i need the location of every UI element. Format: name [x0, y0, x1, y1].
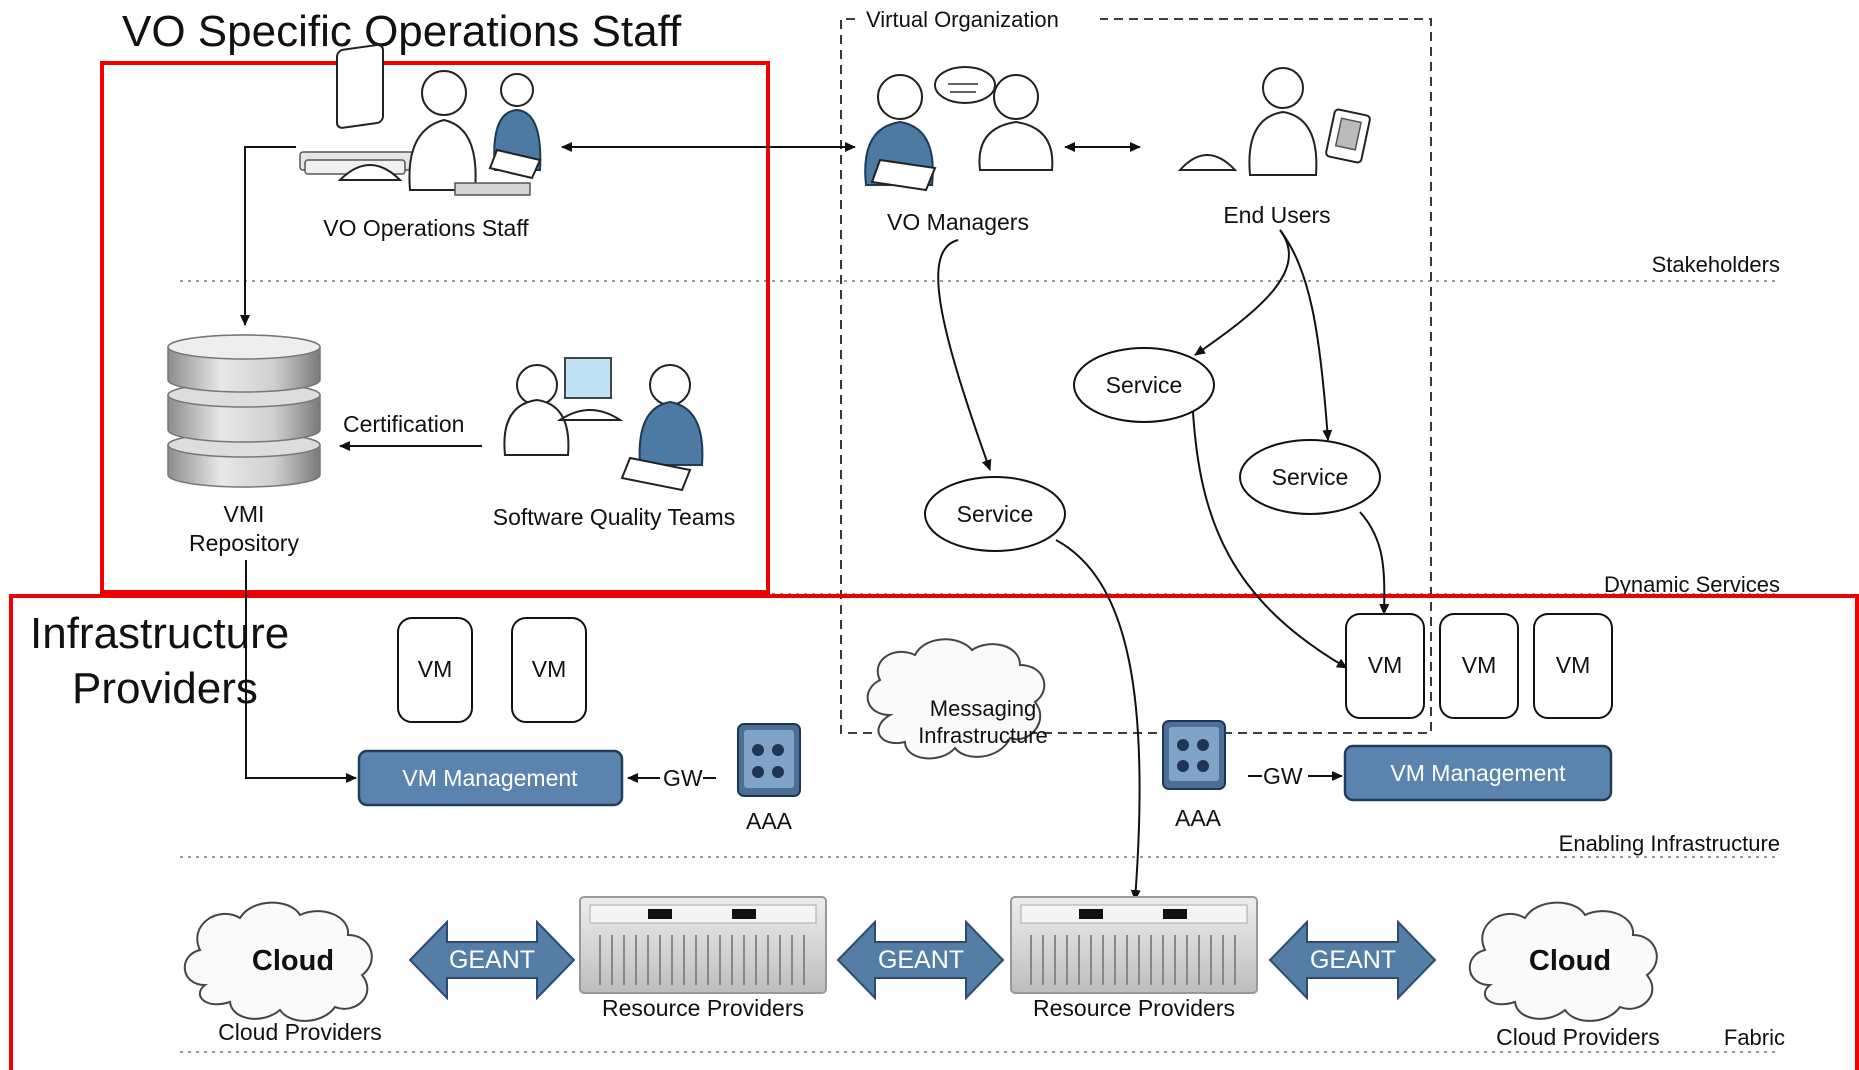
service-to-vm-arrow: [1359, 511, 1390, 615]
cloud-icon: [1468, 901, 1658, 1022]
service-label: Service: [957, 501, 1034, 527]
users-to-service-a-arrow: [1194, 229, 1290, 356]
geant-label: GEANT: [1310, 946, 1396, 974]
vm-label: VM: [1462, 652, 1497, 678]
users-to-service-b-arrow: [1279, 229, 1333, 441]
service-label: Service: [1106, 372, 1183, 398]
vm-box: [1439, 613, 1519, 719]
infrastructure-title-line2: Providers: [72, 664, 258, 713]
vo-operations-staff-label: VO Operations Staff: [323, 215, 529, 241]
vm-label: VM: [532, 656, 567, 682]
gateway-label: GW: [663, 765, 703, 791]
vm-box: [1345, 613, 1425, 719]
software-quality-teams-label: Software Quality Teams: [493, 504, 735, 530]
vo-managers-icon: [864, 66, 1054, 192]
vmi-repository-label-line2: Repository: [189, 530, 299, 556]
repository-to-vm-management-arrow: [245, 560, 357, 783]
aaa-label: AAA: [746, 808, 793, 834]
vm-label: VM: [1368, 652, 1403, 678]
virtual-organization-boundary: [840, 18, 1432, 734]
geant-label: GEANT: [878, 946, 964, 974]
vmi-repository-label-line1: VMI: [224, 501, 265, 527]
vm-box: [1533, 613, 1613, 719]
vm-management-label: VM Management: [402, 765, 578, 791]
geant-link-arrow: [836, 919, 1005, 1001]
layer-label-enabling-infrastructure: Enabling Infrastructure: [1559, 831, 1780, 856]
gateway-label: GW: [1263, 763, 1303, 789]
end-users-label: End Users: [1223, 202, 1330, 228]
cloud-label: Cloud: [252, 945, 334, 977]
infrastructure-title-line1: Infrastructure: [30, 609, 289, 658]
vo-ops-highlight-box: [100, 61, 770, 594]
vo-ops-highlight-title: VO Specific Operations Staff: [122, 7, 682, 56]
aaa-directory-icon: [1162, 720, 1226, 790]
cloud-icon: [183, 901, 373, 1022]
vo-managers-label: VO Managers: [887, 209, 1029, 235]
layer-label-stakeholders: Stakeholders: [1652, 252, 1780, 277]
aaa-directory-icon: [737, 723, 801, 797]
service-node: [924, 476, 1066, 552]
messaging-label-line2: Infrastructure: [918, 723, 1048, 748]
virtual-organization-label: Virtual Organization: [866, 7, 1059, 32]
messaging-label-line1: Messaging: [930, 696, 1036, 721]
cloud-providers-label: Cloud Providers: [218, 1019, 382, 1045]
vm-label: VM: [418, 656, 453, 682]
vmi-repository-icon: [167, 334, 321, 488]
vm-management-box: [357, 749, 624, 807]
geant-link-arrow: [408, 919, 576, 1001]
resource-provider-server-icon: [579, 896, 827, 994]
end-users-icon: [1177, 67, 1371, 176]
aaa-label: AAA: [1175, 805, 1222, 831]
certification-label: Certification: [343, 411, 464, 437]
messaging-infrastructure-cloud: [866, 638, 1046, 760]
vm-box: [397, 617, 473, 723]
vo-operations-staff-icon: [299, 43, 542, 196]
layer-label-dynamic-services: Dynamic Services: [1604, 572, 1780, 597]
cloud-providers-label: Cloud Providers: [1496, 1024, 1660, 1050]
ops-to-repository-arrow: [240, 146, 296, 326]
service-node: [1239, 439, 1381, 515]
geant-link-arrow: [1268, 919, 1437, 1001]
software-quality-teams-icon: [503, 357, 704, 492]
resource-providers-label: Resource Providers: [1033, 995, 1235, 1021]
infrastructure-highlight-box: [9, 594, 1859, 1070]
service-label: Service: [1272, 464, 1349, 490]
managers-to-service-arrow: [937, 239, 992, 471]
geant-label: GEANT: [449, 946, 535, 974]
layer-label-fabric: Fabric: [1724, 1025, 1785, 1050]
resource-providers-label: Resource Providers: [602, 995, 804, 1021]
vm-management-label: VM Management: [1390, 760, 1566, 786]
service-node: [1073, 347, 1215, 423]
cloud-label: Cloud: [1529, 945, 1611, 977]
vm-management-box: [1343, 744, 1613, 802]
vm-box: [511, 617, 587, 723]
vm-label: VM: [1556, 652, 1591, 678]
resource-provider-server-icon: [1010, 896, 1258, 994]
service-to-vm-arrow: [1192, 411, 1348, 669]
service-to-resource-arrow: [1055, 539, 1141, 901]
